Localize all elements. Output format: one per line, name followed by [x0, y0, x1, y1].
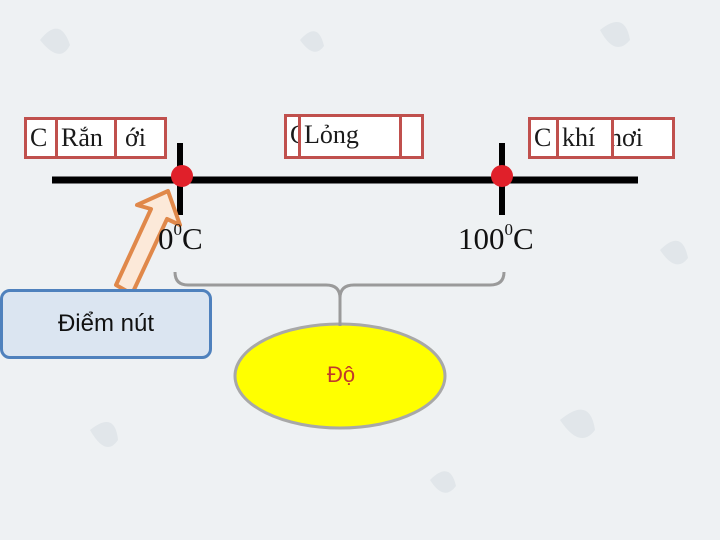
hundred-degree-value: 100 [458, 221, 505, 256]
zero-degree-label: 00C [158, 220, 203, 257]
gas-text: khí [562, 123, 596, 152]
liquid-label: Lỏng [298, 114, 402, 159]
left-label-tail: ới [112, 117, 167, 159]
zero-degree-unit: C [182, 221, 203, 256]
range-brace [173, 271, 506, 326]
liquid-text: Lỏng [304, 120, 359, 149]
solid-label: Rắn [55, 117, 117, 159]
gas-label: khí [556, 117, 614, 159]
right-back-text: C [534, 123, 552, 152]
pointer-arrow [114, 189, 182, 296]
right-tail-text: hơi [609, 123, 643, 152]
boiling-point-dot [491, 165, 513, 187]
left-label-back: C [24, 117, 58, 159]
zero-degree-value: 0 [158, 221, 174, 256]
node-label: Điểm nút [57, 310, 155, 337]
hundred-degree-unit: C [513, 221, 534, 256]
node-callout: Điểm nút [0, 289, 212, 359]
hundred-degree-sup: 0 [504, 220, 514, 239]
left-tail-text: ới [125, 123, 146, 152]
melting-point-dot [171, 165, 193, 187]
solid-text: Rắn [61, 123, 103, 152]
zero-degree-sup: 0 [173, 220, 183, 239]
left-back-text: C [30, 123, 48, 152]
oval-label: Độ [326, 362, 356, 387]
hundred-degree-label: 1000C [458, 220, 534, 257]
